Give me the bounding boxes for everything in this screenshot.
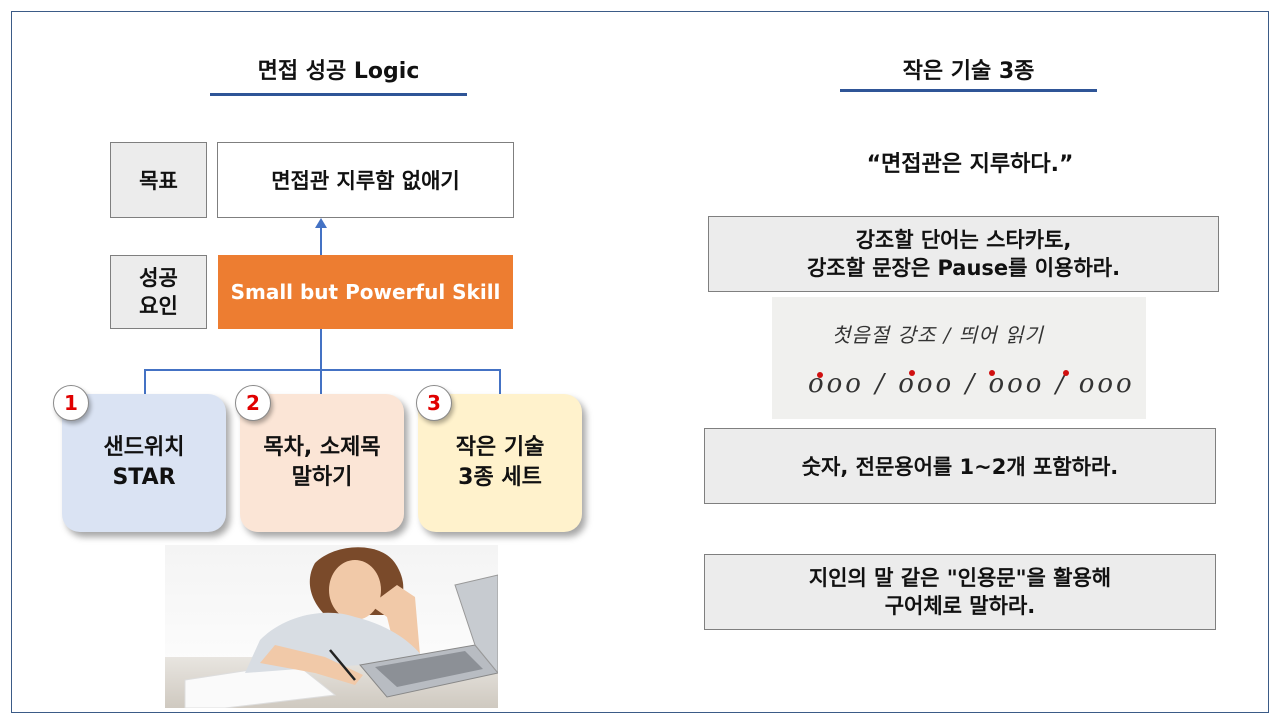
badge-2: 2 [235, 385, 271, 421]
card-table-of-contents: 목차, 소제목 말하기 [240, 394, 404, 532]
bored-interviewer-photo [165, 545, 498, 708]
quote-text: “면접관은 지루하다.” [866, 152, 1074, 177]
connector-bar [144, 369, 501, 371]
handwriting-image: 첫음절 강조 / 띄어 읽기 ooo / ooo / ooo / ooo [772, 297, 1146, 419]
card-small-skills: 작은 기술 3종 세트 [418, 394, 582, 532]
handwriting-line-2: ooo / ooo / ooo / ooo [808, 369, 1135, 399]
slide-frame [11, 11, 1269, 713]
connector-right [499, 369, 501, 395]
factor-text: Small but Powerful Skill [218, 255, 513, 329]
right-title-underline [840, 89, 1097, 92]
factor-label-text: 성공 요인 [139, 266, 178, 318]
tip-box-staccato: 강조할 단어는 스타카토, 강조할 문장은 Pause를 이용하라. [708, 216, 1219, 292]
up-arrow [315, 218, 327, 256]
connector-middle [320, 369, 322, 395]
tip-box-quotation-text: 지인의 말 같은 "인용문"을 활용해 구어체로 말하라. [808, 566, 1112, 618]
badge-1: 1 [53, 385, 89, 421]
tip-box-staccato-text: 강조할 단어는 스타카토, 강조할 문장은 Pause를 이용하라. [806, 228, 1121, 280]
connector-left [144, 369, 146, 395]
left-title-underline [210, 93, 467, 96]
goal-text: 면접관 지루함 없애기 [217, 142, 514, 218]
tip-box-quotation: 지인의 말 같은 "인용문"을 활용해 구어체로 말하라. [704, 554, 1216, 630]
connector-stem [320, 329, 322, 370]
right-title: 작은 기술 3종 [902, 59, 1035, 84]
badge-3: 3 [416, 385, 452, 421]
tip-box-numbers: 숫자, 전문용어를 1~2개 포함하라. [704, 428, 1216, 504]
goal-label: 목표 [110, 142, 207, 218]
emphasis-marks [817, 370, 1069, 378]
left-title: 면접 성공 Logic [257, 59, 420, 84]
card-sandwich-star: 샌드위치 STAR [62, 394, 226, 532]
factor-label: 성공 요인 [110, 255, 207, 329]
handwriting-line-1: 첫음절 강조 / 띄어 읽기 [832, 323, 1044, 347]
